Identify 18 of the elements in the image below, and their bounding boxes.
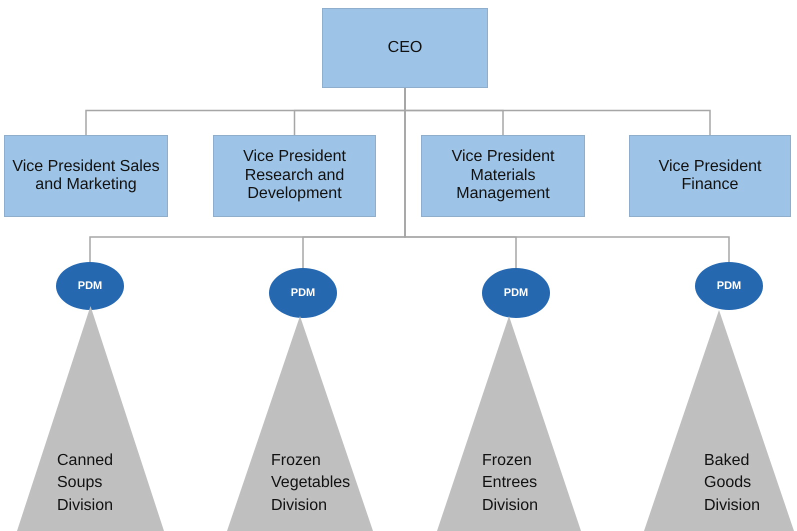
role-label: PDM [290, 287, 316, 299]
position-box [421, 135, 585, 217]
position-box [4, 135, 168, 217]
role-label: PDM [78, 280, 102, 292]
role-label: PDM [504, 287, 528, 299]
position-box [629, 135, 791, 217]
position-title: Vice President Finance [658, 158, 762, 194]
position-title: CEO [388, 38, 422, 58]
position-title: Vice President Sales and Marketing [11, 158, 161, 194]
position-box [322, 8, 488, 88]
division-label: Baked Goods Division [704, 450, 762, 516]
role-label: PDM [716, 280, 742, 292]
position-box [213, 135, 376, 217]
position-title: Vice President Materials Management [450, 148, 556, 204]
position-title: Vice President Research and Development [242, 148, 347, 204]
division-label: Canned Soups Division [57, 450, 114, 516]
division-label: Frozen Vegetables Division [271, 450, 352, 516]
division-label: Frozen Entrees Division [482, 450, 540, 516]
